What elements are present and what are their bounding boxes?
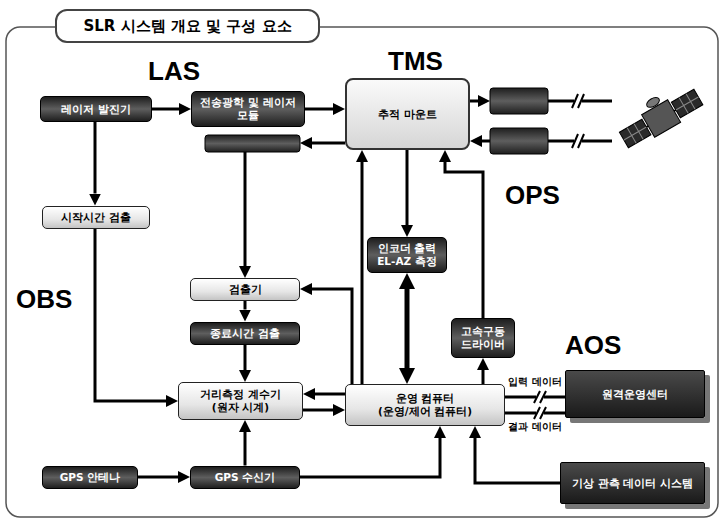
box-content: 인코더 출력 EL-AZ 측정 (374, 242, 440, 267)
process-box: 검출기 (190, 278, 300, 301)
process-box: 추적 마운트 (345, 78, 470, 150)
telescope-box (490, 88, 548, 114)
box-content: 전송광학 및 레이저 모듈 (198, 96, 298, 121)
section-label: OBS (16, 284, 72, 315)
connector-arrow (152, 108, 179, 111)
section-label: AOS (565, 330, 621, 361)
section-label: LAS (148, 56, 200, 87)
connector-arrow (244, 345, 247, 371)
connector-arrow (95, 229, 166, 402)
process-box: 시작시간 검출 (42, 206, 150, 229)
process-box: 고속구동 드라이버 (451, 318, 515, 358)
connector-arrow (305, 108, 333, 111)
beam-arrow (312, 142, 345, 145)
box-text: 검출기 (229, 283, 262, 296)
process-box: 거리측정 계수기(원자 시계) (178, 382, 303, 420)
process-box: 종료시간 검출 (190, 322, 300, 345)
title-tab: SLR 시스템 개요 및 구성 요소 (55, 9, 320, 43)
connector-arrow (244, 432, 247, 466)
process-box: 전송광학 및 레이저 모듈 (191, 91, 305, 127)
connector-arrow (138, 476, 178, 479)
box-text: 기상 관측 데이터 시스템 (572, 477, 693, 490)
box-content: 거리측정 계수기(원자 시계) (200, 388, 281, 413)
connector-arrow (405, 289, 410, 368)
edge-label: 입력 데이터 (506, 376, 563, 389)
edge-label: 결과 데이터 (506, 421, 563, 434)
connector-arrow (505, 396, 565, 399)
box-text: 원격운영센터 (602, 388, 668, 401)
connector-arrow (312, 289, 352, 384)
connector-arrow (244, 301, 247, 310)
box-text: 시작시간 검출 (61, 211, 131, 224)
box-text: GPS 수신기 (215, 471, 276, 484)
box-text: 인코더 출력 EL-AZ 측정 (374, 242, 440, 267)
connector-arrow (406, 150, 409, 225)
box-text: 추적 마운트 (378, 108, 437, 121)
box-content: 레이저 발진기 (61, 103, 131, 116)
box-content: 검출기 (229, 283, 262, 296)
box-content: 운영 컴퓨터(운영/제어 컴퓨터) (378, 392, 472, 417)
section-label: OPS (505, 180, 560, 211)
connector-arrow (303, 409, 333, 412)
optics-bar (205, 135, 300, 152)
process-box: 운영 컴퓨터(운영/제어 컴퓨터) (345, 384, 505, 426)
box-content: 고속구동 드라이버 (458, 325, 508, 350)
box-content: 기상 관측 데이터 시스템 (572, 477, 693, 490)
process-box: 인코더 출력 EL-AZ 측정 (367, 237, 447, 273)
connector-arrow (361, 162, 364, 384)
process-box: 원격운영센터 (565, 370, 705, 418)
box-text: 고속구동 드라이버 (458, 325, 508, 350)
process-box: GPS 수신기 (190, 466, 300, 489)
connector-layer (95, 109, 565, 483)
connector-arrow (445, 162, 483, 318)
process-box: 레이저 발진기 (40, 96, 152, 122)
box-content: 종료시간 검출 (210, 327, 280, 340)
box-text: (운영/제어 컴퓨터) (378, 405, 472, 418)
box-content: 추적 마운트 (378, 108, 437, 121)
connector-arrow (482, 370, 485, 384)
title-text: SLR 시스템 개요 및 구성 요소 (83, 17, 291, 36)
process-box: GPS 안테나 (42, 466, 138, 489)
box-text: 전송광학 및 레이저 모듈 (198, 96, 298, 121)
box-text: 종료시간 검출 (210, 327, 280, 340)
satellite-icon (613, 78, 705, 151)
connector-arrow (475, 438, 560, 483)
beam-arrow (244, 152, 247, 266)
box-content: GPS 안테나 (60, 471, 121, 484)
box-content: 원격운영센터 (602, 388, 668, 401)
connector-arrow (505, 412, 565, 415)
break-marks (534, 391, 546, 419)
process-box: 기상 관측 데이터 시스템 (560, 462, 705, 504)
box-content: GPS 수신기 (215, 471, 276, 484)
connector-arrow (300, 438, 440, 477)
box-text: GPS 안테나 (60, 471, 121, 484)
box-text: 운영 컴퓨터 (396, 392, 455, 405)
section-label: TMS (388, 46, 443, 77)
box-text: (원자 시계) (212, 401, 269, 414)
connector-arrow (94, 122, 97, 194)
break-marks (572, 94, 584, 148)
box-content: 시작시간 검출 (61, 211, 131, 224)
box-text: 레이저 발진기 (61, 103, 131, 116)
connector-arrow (315, 393, 345, 396)
outer-frame (6, 27, 718, 517)
beam-arrow (482, 140, 490, 143)
telescope-box (490, 128, 548, 154)
box-text: 거리측정 계수기 (200, 388, 281, 401)
beam-arrow (470, 100, 478, 103)
